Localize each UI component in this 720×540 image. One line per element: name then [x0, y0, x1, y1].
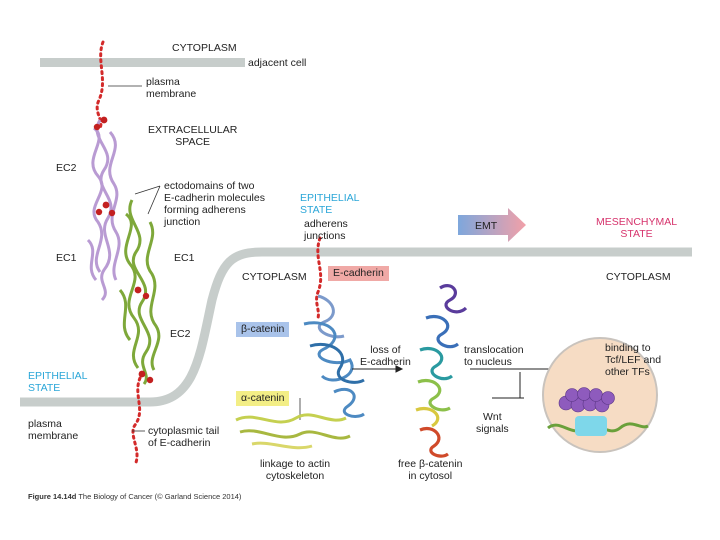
ec1-left-label: EC1: [56, 252, 77, 264]
mesenchymal-state-label: MESENCHYMAL STATE: [596, 216, 678, 240]
ec2-bottom-label: EC2: [170, 328, 191, 340]
plasma-membrane-bottom-label: plasma membrane: [28, 418, 79, 442]
epithelial-state-bottom-label: EPITHELIAL STATE: [28, 370, 88, 394]
ectodomains-label: ectodomains of two E-cadherin molecules …: [164, 180, 265, 228]
cytoplasm-mid-label: CYTOPLASM: [242, 271, 307, 283]
cytoplasm-right-label: CYTOPLASM: [606, 271, 671, 283]
free-beta-catenin-label: free β-catenin in cytosol: [398, 458, 463, 482]
plasma-membrane-top-label: plasma membrane: [146, 76, 197, 100]
figure-caption: Figure 14.14d The Biology of Cancer (© G…: [28, 492, 241, 501]
epithelial-state-top-label: EPITHELIAL STATE: [300, 192, 360, 216]
calcium-ions: [93, 116, 154, 384]
callout-lines: [108, 85, 301, 432]
wnt-signals-label: Wnt signals: [476, 411, 509, 435]
top-plasma-membrane: [40, 58, 245, 67]
linkage-label: linkage to actin cytoskeleton: [260, 458, 331, 482]
emt-label: EMT: [475, 220, 498, 232]
e-cadherin-tail-right: [315, 236, 323, 320]
loss-of-ecadherin-label: loss of E-cadherin: [360, 344, 411, 368]
beta-catenin-chip: β-catenin: [236, 322, 290, 337]
adjacent-cell-label: adjacent cell: [248, 57, 307, 69]
bottom-plasma-membrane: [20, 247, 692, 407]
figure-number: Figure 14.14d: [28, 492, 77, 501]
cytoplasmic-tail-label: cytoplasmic tail of E-cadherin: [148, 425, 220, 449]
e-cadherin-tail-bottom: [131, 376, 142, 467]
figure-source: The Biology of Cancer (© Garland Science…: [78, 492, 242, 501]
translocation-label: translocation to nucleus: [464, 344, 524, 368]
cytoplasm-top-label: CYTOPLASM: [172, 42, 237, 54]
ectodomain-lilac: [86, 119, 121, 302]
alpha-catenin-chip: α-catenin: [236, 391, 290, 406]
binding-label: binding to Tcf/LEF and other TFs: [605, 342, 662, 378]
emt-arrow: [458, 208, 526, 242]
free-beta-catenin-structure: [415, 284, 468, 458]
e-cadherin-tail-top: [95, 40, 105, 130]
adherens-junctions-label: adherens junctions: [304, 218, 348, 242]
transcription-factor-complex: [547, 387, 649, 436]
ectodomain-green: [118, 199, 161, 385]
e-cadherin-chip: E-cadherin: [328, 266, 389, 281]
extracellular-space-label: EXTRACELLULAR SPACE: [148, 124, 238, 148]
bound-complex-structure: [235, 294, 365, 450]
ec2-top-label: EC2: [56, 162, 77, 174]
ec1-right-label: EC1: [174, 252, 195, 264]
